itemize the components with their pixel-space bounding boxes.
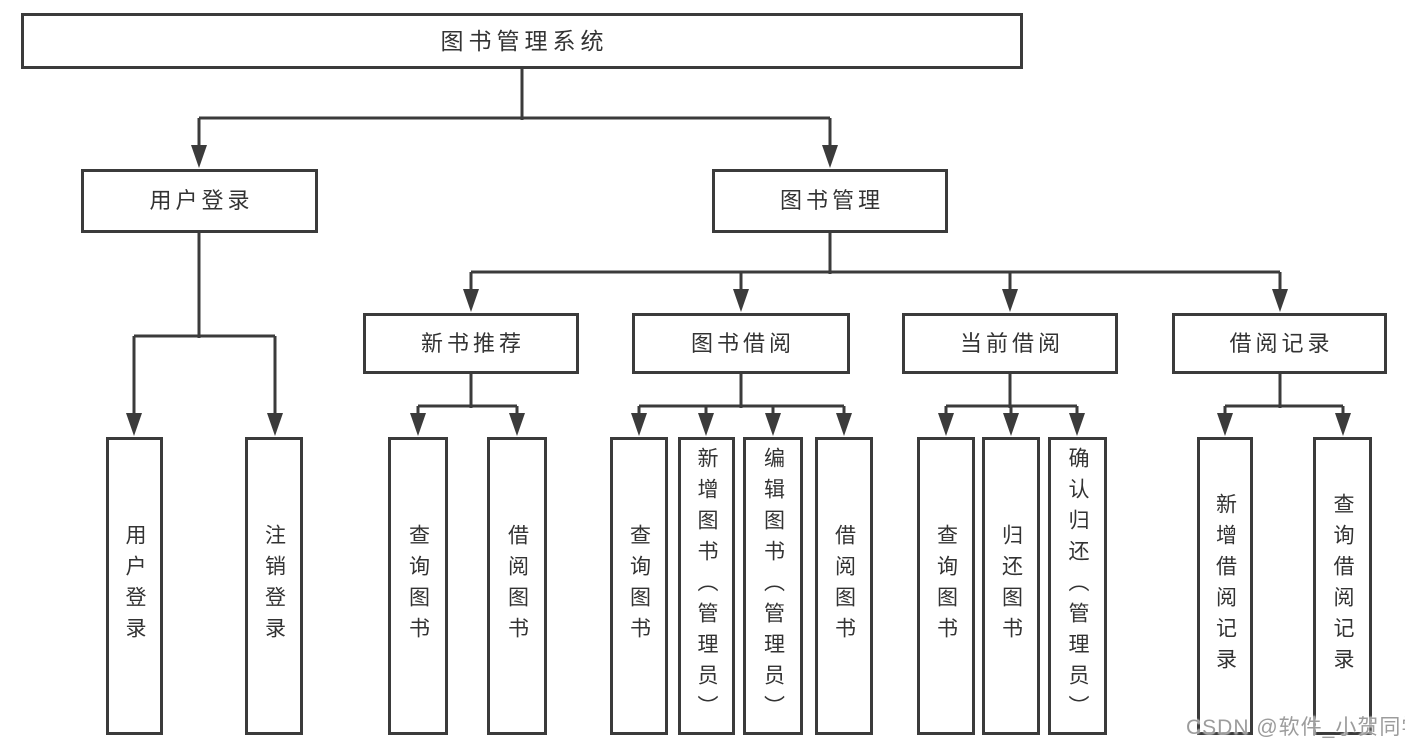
leaf-node-query-books: 查询图书: [917, 437, 975, 735]
branch-node-label: 图书管理: [779, 188, 884, 213]
leaf-node-label: 确认归还（管理员）: [1066, 446, 1089, 726]
group-node-label: 新书推荐: [420, 330, 525, 356]
leaf-node-query-books: 查询图书: [388, 437, 448, 735]
leaf-node-confirm-return-admin: 确认归还（管理员）: [1048, 437, 1107, 735]
leaf-node-label: 归还图书: [999, 524, 1023, 648]
leaf-node-label: 用户登录: [123, 524, 146, 648]
branch-node-label: 用户登录: [149, 188, 254, 213]
root-node-library-system: 图书管理系统: [21, 13, 1023, 69]
group-node-label: 当前借阅: [959, 330, 1064, 356]
leaf-node-logout: 注销登录: [245, 437, 303, 735]
leaf-node-borrow-books: 借阅图书: [487, 437, 547, 735]
leaf-node-add-books-admin: 新增图书（管理员）: [678, 437, 735, 735]
leaf-node-query-borrow-record: 查询借阅记录: [1313, 437, 1372, 735]
leaf-node-label: 借阅图书: [832, 524, 856, 648]
branch-node-user-login: 用户登录: [81, 169, 318, 233]
group-node-borrow-records: 借阅记录: [1172, 313, 1387, 374]
root-node-label: 图书管理系统: [440, 27, 609, 54]
leaf-node-label: 查询图书: [934, 524, 958, 648]
group-node-book-borrow: 图书借阅: [632, 313, 850, 374]
leaf-node-label: 查询借阅记录: [1331, 493, 1354, 679]
leaf-node-label: 新增图书（管理员）: [695, 446, 718, 726]
watermark: CSDN @软件_小贺同学: [1186, 716, 1405, 739]
leaf-node-label: 编辑图书（管理员）: [761, 446, 785, 726]
leaf-node-borrow-books: 借阅图书: [815, 437, 873, 735]
group-node-current-borrow: 当前借阅: [902, 313, 1118, 374]
leaf-node-label: 借阅图书: [505, 524, 529, 648]
leaf-node-edit-books-admin: 编辑图书（管理员）: [743, 437, 803, 735]
leaf-node-add-borrow-record: 新增借阅记录: [1197, 437, 1253, 735]
leaf-node-return-books: 归还图书: [982, 437, 1040, 735]
branch-node-book-management: 图书管理: [712, 169, 948, 233]
group-node-label: 借阅记录: [1229, 330, 1334, 356]
group-node-new-book-recommend: 新书推荐: [363, 313, 579, 374]
leaf-node-label: 查询图书: [627, 524, 651, 648]
leaf-node-query-books: 查询图书: [610, 437, 668, 735]
leaf-node-label: 查询图书: [406, 524, 430, 648]
group-node-label: 图书借阅: [690, 330, 795, 356]
leaf-node-label: 新增借阅记录: [1213, 493, 1237, 679]
leaf-node-label: 注销登录: [262, 524, 286, 648]
leaf-node-user-login: 用户登录: [106, 437, 163, 735]
